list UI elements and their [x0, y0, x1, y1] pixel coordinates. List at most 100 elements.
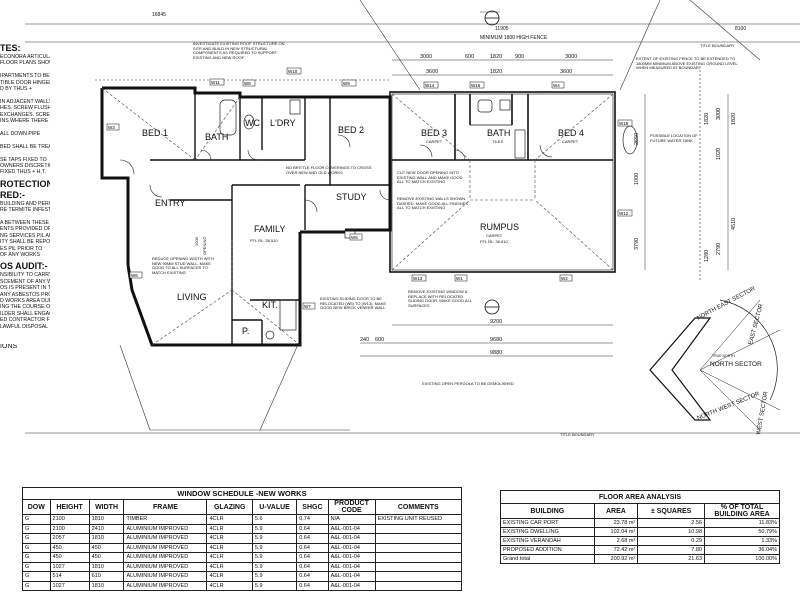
- ldry-label: L'DRY: [270, 118, 296, 128]
- window-tag-w1: W1: [456, 276, 463, 281]
- note-line: BUILDING AND PERIMETER: [0, 200, 50, 207]
- pantry-label: P.: [242, 326, 249, 336]
- bed2-label: BED 2: [338, 125, 364, 135]
- bed3-label: BED 3: [421, 128, 447, 138]
- note-line: EXCHANGES. SCREW: [0, 111, 50, 118]
- window-schedule-row-cell: 0.64: [296, 542, 329, 553]
- dim-inner-1820: 1820: [731, 113, 737, 125]
- window-schedule-row-cell: [374, 580, 463, 591]
- window-schedule-row-cell: 4CLR: [206, 552, 253, 563]
- note-line: HES. SCREW FLUSH TO: [0, 105, 50, 112]
- floor-area-row-cell: 23.78 m²: [593, 518, 639, 528]
- window-tag-w4: W4: [553, 83, 560, 88]
- sliding-door-note: EXISTING SLIDING DOOR TO BE RELOCATED (W…: [320, 297, 387, 311]
- window-schedule-row-cell: 610: [88, 571, 125, 582]
- floor-area-row-cell: 2.56: [637, 518, 705, 528]
- window-schedule-row-cell: 4CLR: [206, 514, 253, 525]
- window-schedule-row-cell: 450: [88, 552, 125, 563]
- note-line: NG SERVICES PIL AND: [0, 232, 50, 239]
- dim-3000-b: 3000: [565, 54, 577, 60]
- title-boundary-top: TITLE BOUNDARY: [700, 43, 735, 48]
- window-schedule-row-cell: [374, 533, 463, 544]
- ws-col-frame: FRAME: [123, 499, 208, 515]
- window-schedule-row-cell: ALUMINIUM IMPROVED: [123, 533, 208, 544]
- dim-right-4510: 4510: [731, 218, 737, 230]
- family-rl-label: FFL RL: 38.510: [250, 238, 278, 243]
- dim-right-1000: 1000: [634, 173, 640, 185]
- note-line: D BY THUS +: [0, 86, 32, 93]
- window-schedule-row-cell: ALUMINIUM IMPROVED: [123, 571, 208, 582]
- window-schedule-row-cell: A&L-001-04: [327, 571, 376, 582]
- cut-door-note: CUT NEW DOOR OPENING INTO EXISTING WALL …: [397, 171, 463, 185]
- note-line: IPARTMENTS TO BE: [0, 73, 50, 80]
- dim-600-b: 600: [375, 337, 384, 343]
- window-schedule-row-cell: [374, 571, 463, 582]
- ws-col-comments: COMMENTS: [374, 499, 463, 515]
- note-line: ENTS PROVIDED OR: [0, 226, 50, 233]
- floor-area-row-cell: 1.33%: [704, 536, 780, 546]
- window-schedule-row-cell: 0.64: [296, 533, 329, 544]
- floor-area-row-cell: 11.83%: [704, 518, 780, 528]
- dim-900: 900: [515, 54, 524, 60]
- window-tag-w5: W5: [351, 235, 358, 240]
- dim-inner-2790: 2790: [716, 243, 722, 255]
- living-label: LIVING: [177, 292, 207, 302]
- window-schedule-row-cell: A&L-001-04: [327, 542, 376, 553]
- family-label: FAMILY: [254, 224, 285, 234]
- window-schedule-row-cell: 2100: [49, 523, 90, 534]
- rumpus-finish: CARPET: [486, 233, 503, 238]
- rumpus-label: RUMPUS: [480, 222, 519, 232]
- dim-9680: 9680: [490, 337, 502, 343]
- dim-3600-b: 3600: [560, 69, 572, 75]
- window-schedule-row-cell: 450: [49, 542, 90, 553]
- window-schedule-row-cell: G: [22, 552, 51, 563]
- note-line: BED SHALL BE TREATED: [0, 143, 50, 150]
- window-schedule-row-cell: 4CLR: [206, 580, 253, 591]
- floor-area-row-cell: 0.29: [637, 536, 705, 546]
- investigate-note: INVESTIGATE EXISTING ROOF STRUCTURE ON S…: [193, 42, 285, 60]
- note-line: OF ANY WORKS: [0, 251, 40, 258]
- window-tag-w12: W12: [619, 211, 629, 216]
- dimension-text: 3000 600 1820 900 3000 3600 1820 3600 92…: [360, 54, 737, 356]
- bed1-label: BED 1: [142, 128, 168, 138]
- window-schedule-row-cell: 1027: [49, 561, 90, 572]
- window-schedule-row-cell: 1810: [88, 561, 125, 572]
- bath2-finish: TILES: [492, 139, 503, 144]
- window-schedule-row-cell: 450: [49, 552, 90, 563]
- window-schedule-row-cell: [374, 523, 463, 534]
- note-line: ES PIL PRIOR TO: [0, 245, 43, 252]
- window-schedule-row-cell: 0.64: [296, 523, 329, 534]
- dim-right-2650: 2650: [634, 133, 640, 145]
- dim-600: 600: [465, 54, 474, 60]
- fence-extent-note: EXTENT OF EXISTING FENCE TO BE EXTENDED …: [636, 57, 738, 71]
- window-tag-w7: W7: [304, 304, 311, 309]
- window-schedule-row-cell: 5.9: [251, 523, 298, 534]
- window-schedule-row-cell: 514: [49, 571, 90, 582]
- note-line: FIXED THUS + H.T.: [0, 169, 46, 176]
- window-schedule-row-cell: 5.6: [251, 514, 298, 525]
- note-line: IN ADJACENT WALLS TO: [0, 98, 50, 105]
- door-swings: [119, 134, 553, 213]
- dim-inner-1020: 1020: [716, 148, 722, 160]
- addition-walls: [389, 91, 616, 273]
- window-tag-w8: W8: [244, 81, 251, 86]
- general-notes: TES: ECONORA ARTICULATION FLOOR PLANS SH…: [0, 40, 50, 350]
- floor-area-row-cell: EXISTING CAR PORT: [500, 518, 595, 528]
- note-line: D WORKS AREA DURING: [0, 298, 50, 304]
- window-schedule-row-cell: 0.64: [296, 571, 329, 582]
- entry-label: ENTRY: [155, 198, 185, 208]
- note-line: LAWFUL DISPOSAL: [0, 323, 49, 330]
- window-schedule-row-cell: A&L-001-04: [327, 561, 376, 572]
- window-schedule-row-cell: N/A: [327, 514, 376, 525]
- note-line: ITY SHALL BE REPORTED: [0, 239, 50, 246]
- floor-area-row-cell: 102.04 m²: [593, 527, 639, 537]
- fa-col-building: BUILDING: [500, 503, 595, 519]
- floor-plan-drawing: NORTH EAST SECTOR EAST SECTOR NORTH SECT…: [25, 0, 800, 437]
